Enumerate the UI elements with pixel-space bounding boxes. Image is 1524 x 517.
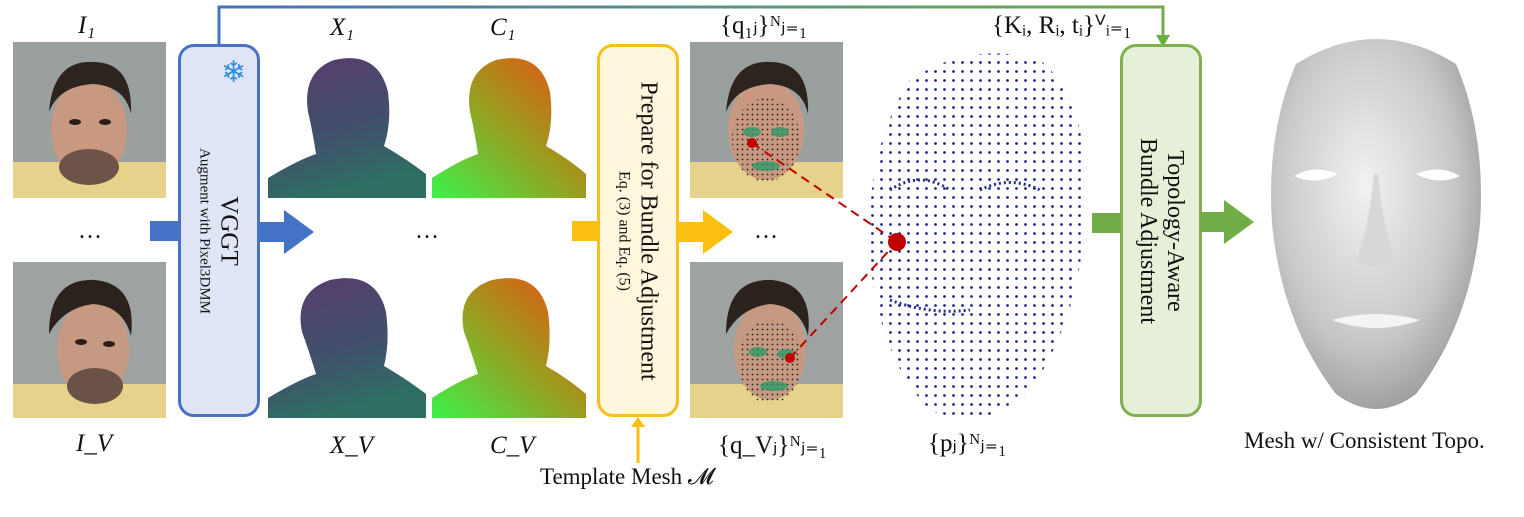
ba-title: Topology-Aware (1162, 149, 1188, 312)
ba-title2: Bundle Adjustment (1135, 137, 1161, 324)
template-mesh-label: Template Mesh 𝓜 (540, 464, 714, 489)
pointmap-x-last (268, 278, 426, 418)
tracked-image-first (690, 42, 843, 198)
output-label: Mesh w/ Consistent Topo. (1244, 428, 1485, 453)
input-label-first: I₁ (78, 12, 96, 39)
cameras-label: {Kᵢ, Rᵢ, tᵢ}ⱽᵢ₌₁ (992, 12, 1132, 39)
tracks-ellipsis: … (754, 218, 779, 244)
confidence-c-first (432, 58, 586, 198)
arrow-out-prepare (677, 210, 733, 254)
tracks-label-last: {q_Vⱼ}ᴺⱼ₌₁ (718, 432, 828, 459)
confidence-c-last (432, 278, 586, 418)
arrow-out-vggt (258, 210, 314, 254)
arrow-into-vggt (150, 221, 180, 241)
snowflake-icon: ❄ (221, 55, 247, 90)
pointmap-x-first (268, 58, 426, 198)
output-mesh (1271, 39, 1481, 409)
x-label-last: X_V (330, 432, 374, 459)
points-label: {pⱼ}ᴺⱼ₌₁ (928, 430, 1007, 457)
tracked-image-last (690, 262, 843, 418)
arrow-into-prepare (572, 221, 602, 241)
c-label-last: C_V (490, 432, 535, 459)
ba-box: Topology-Aware Bundle Adjustment (1120, 44, 1202, 417)
tracks-label-first: {q₁ⱼ}ᴺⱼ₌₁ (720, 12, 808, 39)
vggt-box: ❄ VGGT Augment with Pixel3DMM (178, 44, 260, 417)
camera-connector (217, 5, 1170, 47)
input-ellipsis: … (78, 218, 103, 244)
x-label-first: X₁ (330, 14, 354, 41)
input-image-first (13, 42, 166, 198)
c-label-first: C₁ (490, 14, 516, 41)
arrow-into-ba (1092, 213, 1122, 233)
input-image-last (13, 262, 166, 418)
arrow-out-ba (1200, 200, 1254, 244)
point-cloud (869, 53, 1087, 419)
input-label-last: I_V (76, 430, 113, 457)
maps-ellipsis: … (415, 218, 440, 244)
template-mesh-arrow (631, 417, 645, 463)
